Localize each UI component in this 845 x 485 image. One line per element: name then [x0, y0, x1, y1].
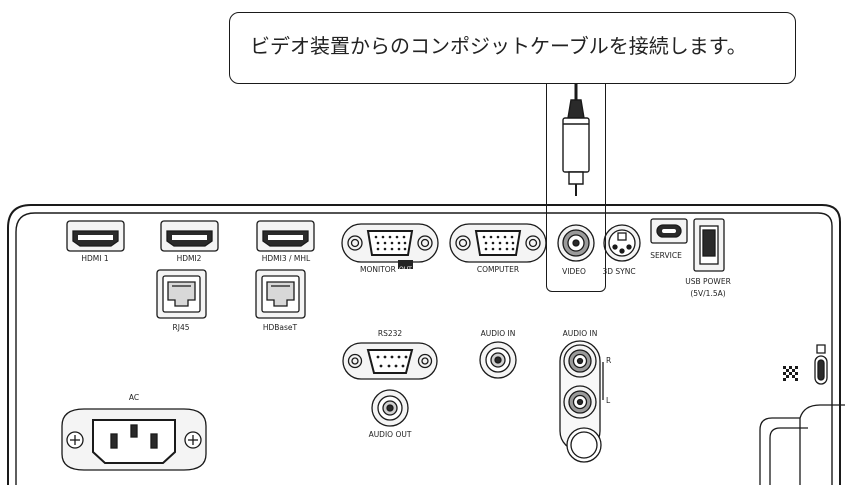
- hdmi2-port: [160, 220, 219, 252]
- rca-video-cable: [562, 80, 590, 196]
- 3d-sync-label: 3D SYNC: [602, 267, 636, 276]
- instruction-callout: [229, 12, 796, 84]
- audio-l-label: L: [606, 396, 611, 405]
- projector-panel-inner: [15, 212, 833, 485]
- video-port: [557, 224, 595, 262]
- hdmi3-label: HDMI3 / MHL: [261, 254, 311, 263]
- monitor-out-port: [341, 223, 439, 263]
- audio-out-label: AUDIO OUT: [368, 430, 412, 439]
- hdmi3-mhl-port: [256, 220, 315, 252]
- hdmi2-label: HDMI2: [176, 254, 202, 263]
- hdbaset-label: HDBaseT: [262, 323, 298, 332]
- audio-in-jack: [479, 341, 517, 379]
- monitor-label: MONITOR: [360, 265, 396, 274]
- usb-power-spec-label: (5V/1.5A): [690, 289, 726, 298]
- ac-power-inlet: [61, 408, 207, 471]
- rs232-port: [342, 342, 438, 380]
- ac-label: AC: [128, 393, 140, 402]
- kensington-lock-slot: [814, 344, 828, 385]
- video-label: VIDEO: [562, 267, 586, 276]
- rj45-port: [156, 269, 207, 319]
- projector-foot: [759, 404, 845, 485]
- projector-panel-outline: [7, 204, 841, 485]
- 3d-sync-port: [603, 224, 641, 262]
- monitor-out-label: OUT: [399, 266, 412, 273]
- computer-port: [449, 223, 547, 263]
- rs232-label: RS232: [377, 329, 403, 338]
- usb-power-port: [693, 218, 725, 272]
- monitor-out-badge: [398, 260, 413, 269]
- hdmi1-label: HDMI 1: [81, 254, 109, 263]
- audio-in-label: AUDIO IN: [480, 329, 516, 338]
- rj45-label: RJ45: [172, 323, 190, 332]
- instruction-text: ビデオ装置からのコンポジットケーブルを接続します。: [250, 34, 747, 58]
- service-label: SERVICE: [650, 251, 682, 260]
- audio-out-jack: [371, 389, 409, 427]
- video-highlight-frame: [546, 60, 606, 292]
- hdmi1-port: [66, 220, 125, 252]
- computer-label: COMPUTER: [476, 265, 520, 274]
- hdbaset-port: [255, 269, 306, 319]
- audio-r-label: R: [606, 356, 612, 365]
- kensington-logo-icon: [783, 366, 798, 381]
- audio-in-rl-label: AUDIO IN: [562, 329, 598, 338]
- usb-power-label: USB POWER: [685, 277, 731, 286]
- audio-in-rl-column: [559, 340, 604, 463]
- service-port: [650, 218, 688, 244]
